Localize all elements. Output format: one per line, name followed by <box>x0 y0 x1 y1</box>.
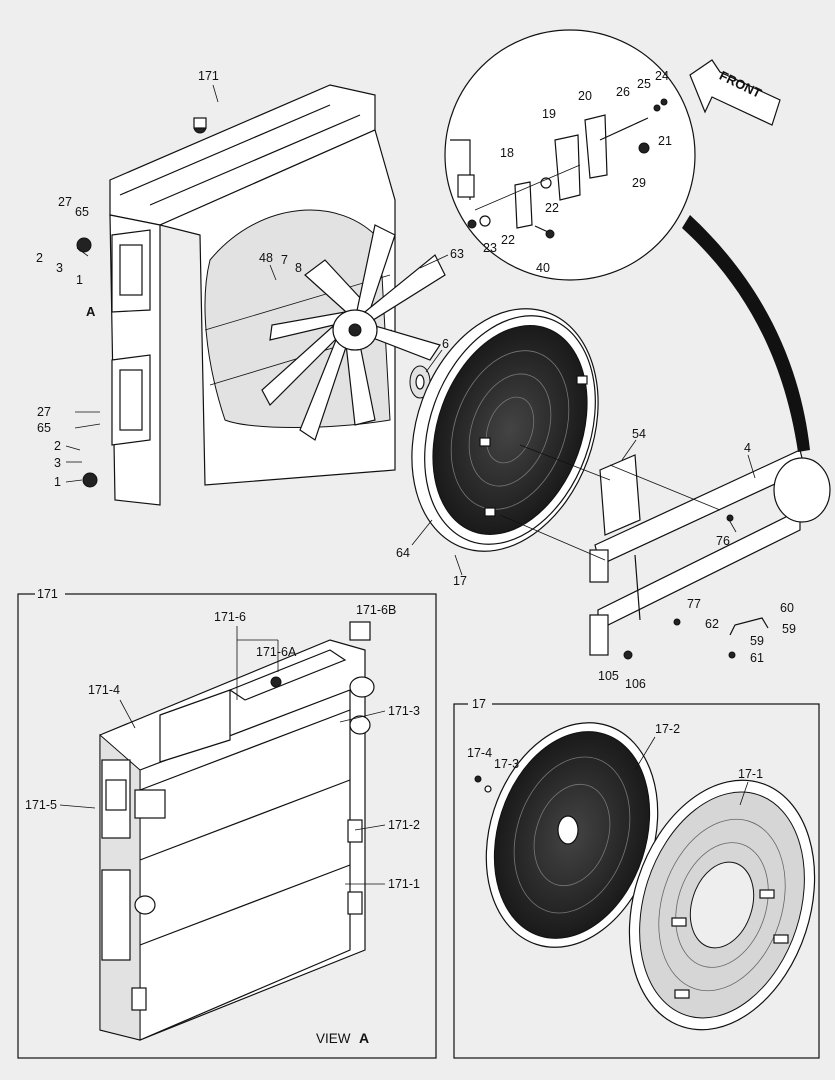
radiator-assembly <box>76 84 396 506</box>
callout-A: A <box>86 304 96 319</box>
callout-105: 105 <box>598 669 619 683</box>
callout-27-a: 27 <box>58 195 72 209</box>
guard-17-1: 17-1 <box>738 767 763 781</box>
detail-22-a: 22 <box>545 201 559 215</box>
callout-7: 7 <box>281 253 288 267</box>
view-171-2: 171-2 <box>388 818 420 832</box>
callout-2-b: 2 <box>54 439 61 453</box>
leader-lines <box>59 84 756 885</box>
view-a-panel <box>17 586 437 1059</box>
callout-59: 59 <box>782 622 796 636</box>
guard-17-2: 17-2 <box>655 722 680 736</box>
guard-17-4: 17-4 <box>467 746 492 760</box>
view-label-text: VIEW <box>316 1031 351 1046</box>
detail-29: 29 <box>632 176 646 190</box>
detail-40: 40 <box>536 261 550 275</box>
callout-54: 54 <box>632 427 646 441</box>
callout-76: 76 <box>716 534 730 548</box>
view-171: 171 <box>37 587 58 601</box>
callout-17: 17 <box>453 574 467 588</box>
view-171-3: 171-3 <box>388 704 420 718</box>
fan-guard <box>411 308 599 552</box>
callout-63: 63 <box>450 247 464 261</box>
callout-3-a: 3 <box>56 261 63 275</box>
callout-64: 64 <box>396 546 410 560</box>
detail-18: 18 <box>500 146 514 160</box>
fan <box>261 224 446 441</box>
view-171-6B: 171-6B <box>356 603 396 617</box>
view-171-1: 171-1 <box>388 877 420 891</box>
callout-1-b: 1 <box>54 475 61 489</box>
view-171-5: 171-5 <box>25 798 57 812</box>
callout-8: 8 <box>295 261 302 275</box>
callout-59-b: 59 <box>750 634 764 648</box>
guard-17: 17 <box>472 697 486 711</box>
callout-171: 171 <box>198 69 219 83</box>
callout-6: 6 <box>442 337 449 351</box>
guard-detail-panel <box>453 696 820 1059</box>
guard-17-3: 17-3 <box>494 757 519 771</box>
callout-2-a: 2 <box>36 251 43 265</box>
callout-27-b: 27 <box>37 405 51 419</box>
detail-22-b: 22 <box>501 233 515 247</box>
callout-60: 60 <box>780 601 794 615</box>
callout-65-b: 65 <box>37 421 51 435</box>
detail-circle <box>444 29 831 523</box>
callouts: 171 63 48 7 8 6 64 17 54 4 76 77 60 59 6… <box>25 69 796 891</box>
callout-106: 106 <box>625 677 646 691</box>
detail-23: 23 <box>483 241 497 255</box>
detail-24: 24 <box>655 69 669 83</box>
view-171-4: 171-4 <box>88 683 120 697</box>
callout-4: 4 <box>744 441 751 455</box>
detail-20: 20 <box>578 89 592 103</box>
front-arrow: FRONT <box>689 59 781 126</box>
view-label-letter: A <box>359 1030 369 1046</box>
callout-77: 77 <box>687 597 701 611</box>
view-a-label: VIEW A <box>316 1030 369 1046</box>
view-171-6: 171-6 <box>214 610 246 624</box>
callout-1-a: 1 <box>76 273 83 287</box>
callout-65-a: 65 <box>75 205 89 219</box>
callout-61: 61 <box>750 651 764 665</box>
callout-48: 48 <box>259 251 273 265</box>
callout-62: 62 <box>705 617 719 631</box>
detail-21: 21 <box>658 134 672 148</box>
detail-19: 19 <box>542 107 556 121</box>
detail-26: 26 <box>616 85 630 99</box>
detail-25: 25 <box>637 77 651 91</box>
view-171-6A: 171-6A <box>256 645 297 659</box>
callout-3-b: 3 <box>54 456 61 470</box>
